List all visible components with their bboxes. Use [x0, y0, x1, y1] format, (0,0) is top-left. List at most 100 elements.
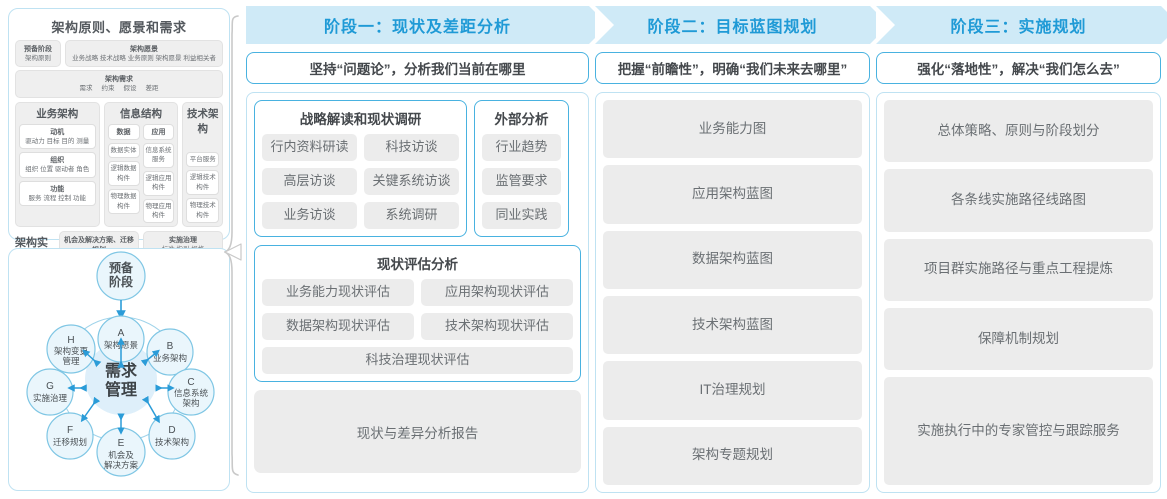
togaf-application-item: 物理应用构件: [142, 198, 175, 224]
adm-node-g-letter: G: [46, 381, 54, 392]
togaf-business-item-terms: 组织 位置 驱动者 角色: [25, 166, 90, 174]
phase-3-subtitle: 强化“落地性”，解决“我们怎么去”: [876, 52, 1161, 84]
togaf-governance-head: 实施治理: [169, 237, 197, 245]
list-item[interactable]: 架构专题规划: [603, 426, 862, 485]
togaf-req-term: 假设: [123, 85, 137, 93]
phase-1-report-text: 现状与差异分析报告: [356, 425, 479, 441]
chip[interactable]: 关键系统访谈: [364, 168, 459, 195]
togaf-top-row: 预备阶段 架构原则 架构愿景 业务战略 技术战略 业务原则 架构愿景 利益相关者: [15, 40, 223, 68]
adm-center-line1: 需求: [105, 361, 138, 380]
adm-node-c-circle: [167, 368, 215, 416]
list-item[interactable]: 保障机制规划: [884, 307, 1153, 371]
chip[interactable]: 高层访谈: [262, 168, 357, 195]
list-item[interactable]: 业务能力图: [603, 100, 862, 159]
adm-node-b-circle: [146, 328, 194, 376]
togaf-vision-terms: 业务战略 技术战略 业务原则 架构愿景 利益相关者: [72, 55, 216, 62]
chip[interactable]: 行业趋势: [482, 134, 561, 161]
list-item[interactable]: 项目群实施路径与重点工程提炼: [884, 238, 1153, 301]
phase-1-header: 阶段一：现状及差距分析: [246, 6, 608, 44]
phase-1-header-text: 阶段一：现状及差距分析: [323, 19, 511, 36]
chip[interactable]: 应用架构现状评估: [421, 279, 573, 306]
phase-2-header: 阶段二：目标蓝图规划: [595, 6, 889, 44]
chip[interactable]: 科技治理现状评估: [262, 347, 573, 374]
togaf-business-item-head: 动机: [50, 128, 65, 136]
phase-1-body: 战略解读和现状调研 行内资料研读 科技访谈 高层访谈 关键系统访谈 业务访谈 系…: [246, 92, 589, 493]
list-item[interactable]: 总体策略、原则与阶段划分: [884, 100, 1153, 163]
togaf-prep-head: 预备阶段: [24, 46, 52, 53]
togaf-req-term: 需求: [79, 85, 93, 93]
togaf-data-head: 数据: [116, 128, 131, 136]
adm-spoke-d: [141, 395, 160, 424]
list-item[interactable]: 各条线实施路径线路图: [884, 169, 1153, 232]
list-item[interactable]: 实施执行中的专家管控与跟踪服务: [884, 377, 1153, 485]
togaf-business-item-terms: 驱动力 目标 目的 测量: [25, 137, 90, 145]
togaf-application-item: 信息系统服务: [142, 142, 175, 168]
togaf-business-item: 动机 驱动力 目标 目的 测量: [19, 123, 96, 150]
chip[interactable]: 数据架构现状评估: [262, 313, 414, 340]
togaf-technology-item: 物理技术构件: [186, 198, 219, 223]
adm-spoke-h: [82, 349, 102, 368]
chip[interactable]: 监管要求: [482, 168, 561, 195]
togaf-technology-head: 技术架构: [186, 107, 219, 135]
phase-1-report-chip[interactable]: 现状与差异分析报告: [254, 390, 581, 473]
adm-node-h-label-line2: 管理: [62, 356, 80, 366]
chip[interactable]: 业务访谈: [262, 202, 357, 229]
togaf-application-subcolumn: 应用 信息系统服务 逻辑应用构件 物理应用构件: [142, 123, 175, 224]
togaf-requirements-terms: 需求 约束 假设 差距: [19, 84, 219, 93]
brace-pointer: [224, 243, 242, 261]
list-item[interactable]: 技术架构蓝图: [603, 295, 862, 355]
adm-center-line2: 管理: [105, 380, 137, 399]
togaf-business-item-terms: 服务 流程 控制 功能: [28, 194, 86, 202]
adm-node-d-label: 技术架构: [155, 437, 189, 447]
togaf-requirements-head: 架构需求: [105, 76, 133, 84]
adm-node-d-circle: [148, 412, 196, 460]
togaf-application-item: 逻辑应用构件: [142, 170, 175, 196]
phase-1-group-strategy-title: 战略解读和现状调研: [299, 112, 422, 127]
adm-node-c-label-line2: 架构: [182, 398, 199, 408]
chip-row: 数据架构现状评估 技术架构现状评估: [262, 313, 573, 340]
phase-2-header-text: 阶段二：目标蓝图规划: [647, 19, 818, 36]
adm-node-f-label: 迁移规划: [53, 437, 87, 447]
chip[interactable]: 行内资料研读: [262, 134, 357, 161]
adm-spoke-f: [80, 396, 101, 423]
adm-node-g-label: 实施治理: [33, 393, 68, 403]
togaf-req-term: 差距: [145, 85, 159, 93]
phase-column-3: 阶段三：实施规划 强化“落地性”，解决“我们怎么去” 总体策略、原则与阶段划分 …: [876, 6, 1167, 493]
chip-row: 科技治理现状评估: [262, 347, 573, 374]
togaf-vision-head: 架构愿景: [130, 46, 158, 53]
phase-1-subtitle-text: 坚持“问题论”，分析我们当前在哪里: [309, 62, 526, 77]
phase-1-top-row: 战略解读和现状调研 行内资料研读 科技访谈 高层访谈 关键系统访谈 业务访谈 系…: [254, 100, 581, 237]
adm-node-h-label-line1: 架构变更: [54, 346, 89, 356]
togaf-req-term: 约束: [101, 85, 115, 93]
list-item[interactable]: 数据架构蓝图: [603, 230, 862, 289]
chip[interactable]: 同业实践: [482, 202, 561, 229]
phase-2-body: 业务能力图 应用架构蓝图 数据架构蓝图 技术架构蓝图 IT治理规划 架构专题规划: [595, 92, 870, 493]
adm-node-a-letter: A: [118, 328, 125, 339]
togaf-business-item-head: 组织: [50, 157, 65, 165]
togaf-prep-box: 预备阶段 架构原则: [15, 40, 61, 68]
adm-node-e-label-line1: 机会及: [108, 450, 134, 460]
chip[interactable]: 系统调研: [364, 202, 459, 229]
adm-spoke-b: [140, 349, 160, 367]
togaf-technology-item: 平台服务: [186, 151, 219, 168]
chip-row: 行内资料研读 科技访谈: [262, 134, 459, 161]
phase-1-subtitle: 坚持“问题论”，分析我们当前在哪里: [246, 52, 589, 84]
chip[interactable]: 业务能力现状评估: [262, 279, 414, 306]
adm-node-c-letter: C: [187, 377, 194, 388]
phase-1-group-assessment-title: 现状评估分析: [377, 257, 458, 272]
list-item[interactable]: IT治理规划: [603, 361, 862, 420]
adm-prep-line2: 阶段: [109, 274, 134, 289]
chip[interactable]: 科技访谈: [364, 134, 459, 161]
phase-2-subtitle: 把握“前瞻性”，明确“我们未来去哪里”: [595, 52, 870, 84]
adm-node-b-letter: B: [167, 341, 174, 352]
adm-cycle-panel: 预备 阶段 需求 管理 A 架构愿景 B 业务架构 C 信息系统 架构: [8, 248, 230, 491]
togaf-content-framework-panel: 架构原则、愿景和需求 预备阶段 架构原则 架构愿景 业务战略 技术战略 业务原则…: [8, 8, 230, 269]
adm-node-b-label: 业务架构: [153, 353, 187, 363]
togaf-information-structure-column: 信息结构 数据 数据实体 逻辑数据构件 物理数据构件 应用: [103, 101, 179, 228]
phase-3-subtitle-text: 强化“落地性”，解决“我们怎么去”: [917, 62, 1120, 77]
adm-node-f-letter: F: [67, 425, 73, 436]
list-item[interactable]: 应用架构蓝图: [603, 165, 862, 224]
chip[interactable]: 技术架构现状评估: [421, 313, 573, 340]
adm-node-c-label-line1: 信息系统: [174, 388, 209, 398]
adm-prep-line1: 预备: [109, 260, 134, 275]
